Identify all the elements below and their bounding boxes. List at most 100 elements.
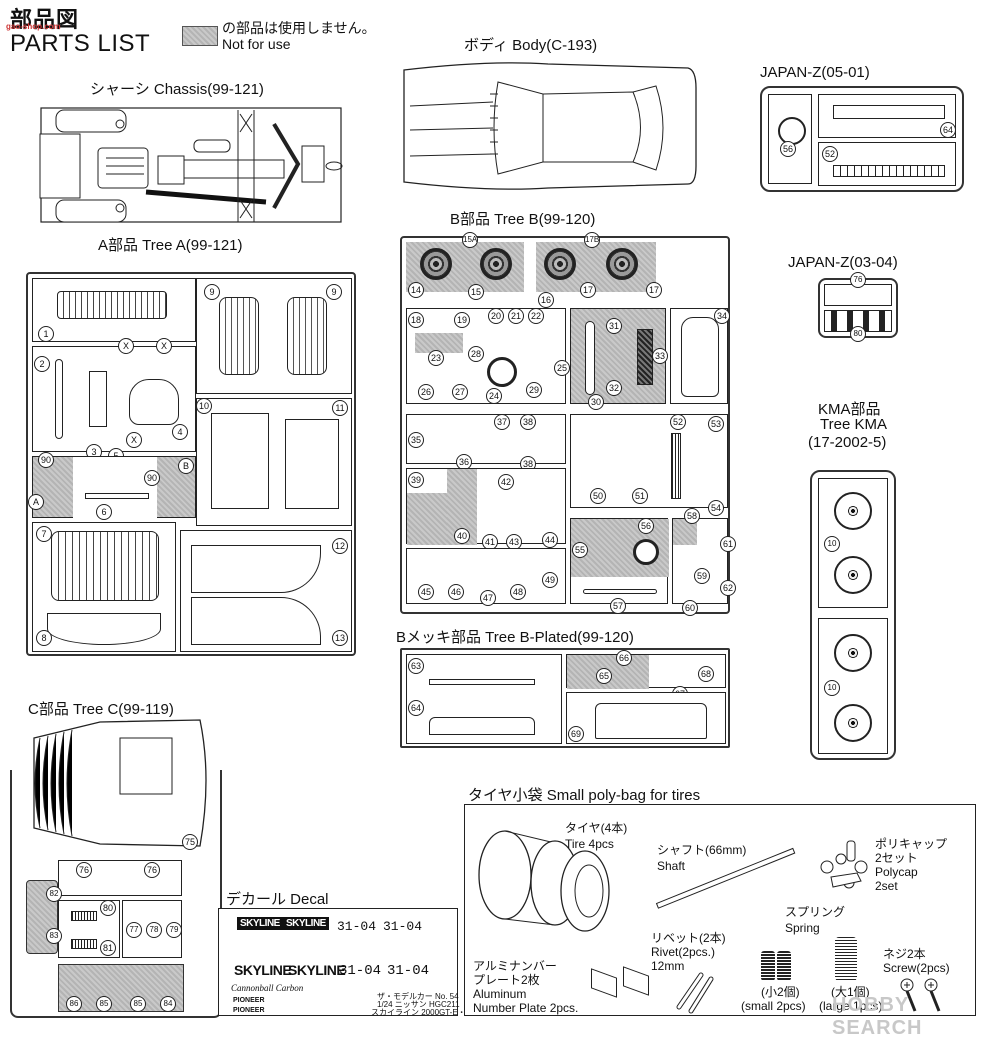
japanz-0304-runner: 76 80 [818,272,898,342]
part-number: 76 [144,862,160,878]
tree-b-cell-34 [670,308,728,404]
part-number: 38 [520,414,536,430]
part-number: 23 [428,350,444,366]
part-number: 81 [100,940,116,956]
part-number: 6 [96,504,112,520]
number-plate [623,966,649,996]
part-number: 28 [468,346,484,362]
part-number: 46 [448,584,464,600]
tree-a-cell-7-8 [32,522,176,652]
part-number: 39 [408,472,424,488]
part-number: 90 [144,470,160,486]
site-watermark: gao-shop.com [6,22,61,31]
spring-large-jp: (大1個) [831,985,870,999]
decal-skyline-large: SKYLINE [288,962,346,978]
part-number: 25 [554,360,570,376]
part-number: 84 [160,996,176,1012]
part-number: 14 [408,282,424,298]
part-number: 2 [34,356,50,372]
part-number: 31 [606,318,622,334]
tire-en: Tire 4pcs [565,837,614,851]
tree-b-cell-35-38 [406,414,566,464]
part-52-frame [818,142,956,186]
tree-a-cell-9 [196,278,352,394]
rivet-drawing [676,972,714,1014]
kma-label-1: KMA部品 [818,401,881,418]
part-number: 69 [568,726,584,742]
part-number: 64 [408,700,424,716]
kma-label-2: Tree KMA [820,416,887,433]
tree-b-plated-label: Bメッキ部品 Tree B-Plated(99-120) [396,629,634,646]
part-number: 62 [720,580,736,596]
screw-en: Screw(2pcs) [883,961,950,975]
kma-wheel [834,704,872,742]
part-1-dashboard [57,291,167,319]
tree-b-runner: 15A 17B 14 15 16 17 17 18 19 20 21 22 23… [400,232,736,616]
decal-plate: 31-04 [337,919,377,934]
tree-b-label: B部品 Tree B(99-120) [450,211,596,228]
part-number: 75 [182,834,198,850]
part-number: 4 [172,424,188,440]
part-8-parcel-shelf [47,613,161,645]
tree-a-label: A部品 Tree A(99-121) [98,237,243,254]
part-number: 56 [638,518,654,534]
part-number: 63 [408,658,424,674]
body-drawing [403,62,697,190]
part-64-lamp [833,105,945,119]
part-number: 13 [332,630,348,646]
part-number: 60 [682,600,698,616]
tree-c-label: C部品 Tree C(99-119) [28,701,174,718]
part-number: 18 [408,312,424,328]
part-63-trim [429,679,535,685]
wheel-part [606,248,638,280]
part-number: 52 [822,146,838,162]
part-number: 80 [850,326,866,342]
part-number: X [126,432,142,448]
tree-b-cell-39-44 [406,468,566,545]
part-number: 10 [824,536,840,552]
part-number: X [118,338,134,354]
part-12-side-panel [191,545,321,593]
decal-pioneer: PIONEER [233,1007,265,1014]
decal-pioneer: PIONEER [233,997,265,1004]
part-number: 11 [332,400,348,416]
part-number: 80 [100,900,116,916]
tree-a-runner: 1 2 3 4 5 X X X 90 90 A B 6 7 8 9 9 10 1… [26,272,356,656]
spring-large [835,937,857,981]
part-number: 1 [38,326,54,342]
part-number: 54 [708,500,724,516]
part-number: 45 [418,584,434,600]
tree-a-cell-6-usable [73,457,157,519]
spring-small-jp: (小2個) [761,985,800,999]
part-number: 59 [694,568,710,584]
rivet-size: 12mm [651,959,685,973]
part-number: 16 [538,292,554,308]
part-number: 58 [684,508,700,524]
part-81-lamp [71,939,97,949]
part-number: 83 [46,928,62,944]
part-number: 53 [708,416,724,432]
part-number: 48 [510,584,526,600]
part-number: 15 [468,284,484,300]
decal-plate: 31-04 [339,963,382,979]
kma-runner: 10 10 [810,470,896,760]
part-number: 15A [462,232,478,248]
plate-en2: Number Plate 2pcs. [473,1001,579,1015]
part-number: 51 [632,488,648,504]
tree-b-plated-cell-63-64 [406,654,562,744]
polybag-label: タイヤ小袋 Small poly-bag for tires [468,787,701,804]
part-13-side-panel [191,597,321,645]
part-number: 64 [940,122,956,138]
part-34-bucket-seat [681,317,719,397]
polycap-drawing [820,840,868,889]
tree-b-cell-55-57 [570,518,669,604]
decal-skyline: SKYLINE [283,917,329,930]
decal-brand: Cannonball Carbon [231,983,304,993]
part-number: 9 [204,284,220,300]
part-number: 26 [418,384,434,400]
plate-jp2: プレート2枚 [473,973,540,987]
part-56-frame [768,94,812,184]
part-3 [89,371,107,427]
part-number: 21 [508,308,524,324]
tree-a-cell-6 [32,456,196,519]
